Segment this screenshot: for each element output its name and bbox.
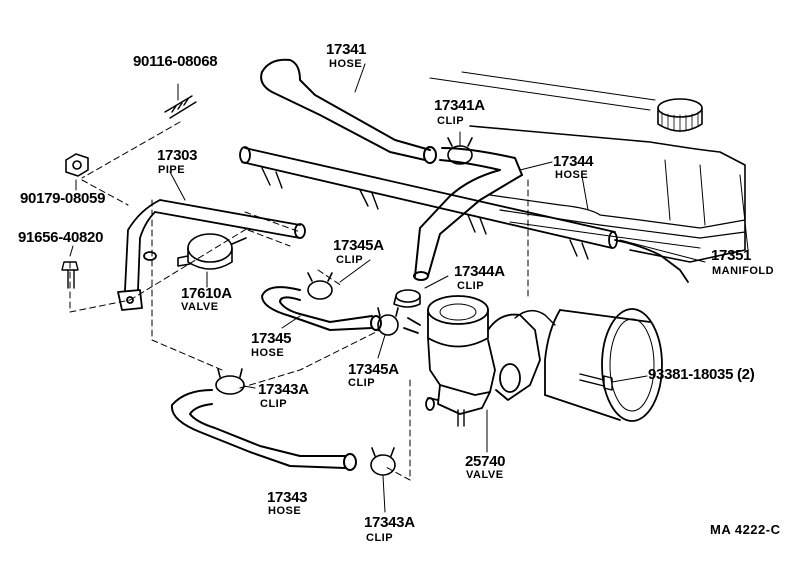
part-number-17351: 17351 [711, 247, 752, 264]
dashed-assembly-lines [69, 121, 529, 481]
part-number-17343a-bottom: 17343A [364, 514, 415, 531]
valve-17610a [177, 233, 247, 270]
hose-17344 [413, 147, 523, 281]
part-number-17343: 17343 [267, 489, 308, 506]
part-name-17341a: CLIP [437, 115, 465, 127]
part-number-25740: 25740 [465, 453, 506, 470]
clip-17345a-bottom [377, 307, 399, 336]
part-number-17345a-top: 17345A [333, 237, 384, 254]
pipe-17303-bracket [117, 199, 306, 311]
part-name-17610a: VALVE [181, 301, 219, 313]
air-cleaner-canister [544, 308, 663, 422]
hose-17341 [260, 58, 437, 164]
pipe-17303 [239, 146, 689, 283]
part-number-93381: 93381-18035 (2) [648, 366, 755, 383]
part-number-17343a-top: 17343A [258, 381, 309, 398]
clip-17345a-top [307, 272, 333, 300]
part-number-17610a: 17610A [181, 285, 232, 302]
part-name-17345a-top: CLIP [336, 254, 364, 266]
part-name-17341: HOSE [329, 58, 363, 70]
part-name-17344a: CLIP [457, 280, 485, 292]
part-number-17345: 17345 [251, 330, 292, 347]
clip-17344a [393, 289, 421, 308]
part-name-17343: HOSE [268, 505, 302, 517]
part-number-17303: 17303 [157, 147, 198, 164]
part-name-17345: HOSE [251, 347, 285, 359]
part-number-17345a-bottom: 17345A [348, 361, 399, 378]
part-number-17344a: 17344A [454, 263, 505, 280]
part-number-90116: 90116-08068 [133, 53, 218, 70]
part-number-90179: 90179-08059 [20, 190, 106, 207]
hose-17345 [261, 286, 382, 331]
leader-lines [69, 63, 706, 513]
drawing-code: MA 4222-C [710, 522, 781, 537]
valve-25740 [403, 295, 556, 427]
clip-17343a-top [215, 368, 245, 395]
bolt-93381 [579, 373, 613, 391]
nut-90179 [65, 153, 89, 177]
oil-filler-cap [657, 98, 703, 133]
part-name-17344: HOSE [555, 169, 589, 181]
part-name-17351: MANIFOLD [712, 265, 775, 277]
part-number-91656: 91656-40820 [18, 229, 104, 246]
part-name-17345a-bottom: CLIP [348, 377, 376, 389]
hose-17343 [170, 389, 357, 471]
part-number-17344: 17344 [553, 153, 594, 170]
part-name-17303: PIPE [158, 164, 186, 176]
part-name-17343a-top: CLIP [260, 398, 288, 410]
clip-17343a-bottom [370, 447, 396, 476]
bolt-90116 [164, 95, 197, 119]
part-number-17341a: 17341A [434, 97, 485, 114]
part-name-25740: VALVE [466, 469, 504, 481]
bolt-91656 [61, 261, 79, 289]
part-number-17341: 17341 [326, 41, 367, 58]
part-name-17343a-bottom: CLIP [366, 532, 394, 544]
